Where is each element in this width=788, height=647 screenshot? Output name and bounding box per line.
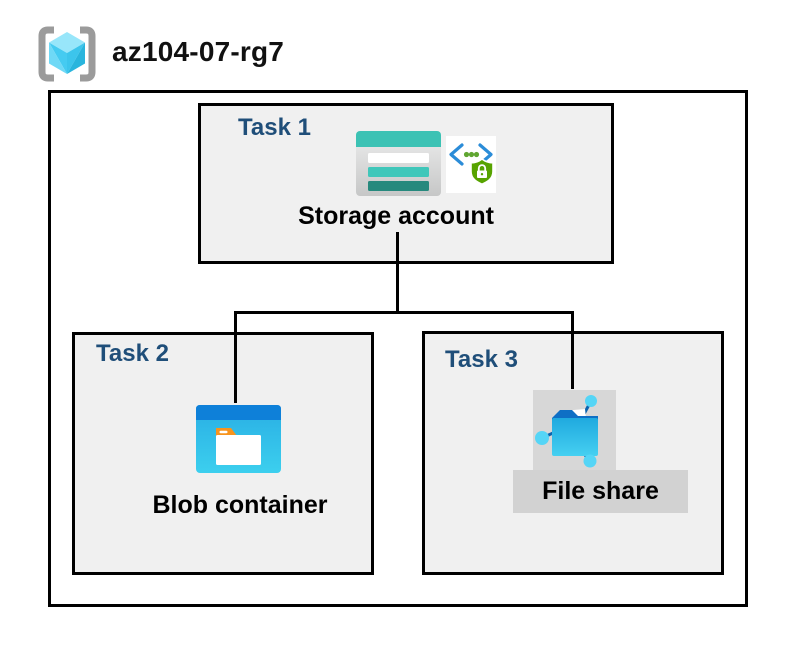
resource-group-icon	[38, 26, 96, 82]
secure-endpoint-icon	[446, 136, 496, 193]
file-share-icon	[533, 390, 616, 470]
blob-container-label: Blob container	[152, 491, 328, 519]
blob-container-icon	[196, 405, 281, 473]
task-3-box: Task 3 File share	[422, 331, 724, 575]
connector-storage-stem	[396, 232, 399, 313]
file-share-label-box: File share	[513, 470, 688, 513]
storage-account-icon	[356, 131, 441, 196]
storage-account-label: Storage account	[298, 202, 494, 230]
resource-group-name: az104-07-rg7	[112, 36, 285, 67]
task-1-label: Task 1	[238, 114, 311, 141]
connector-to-file-share	[571, 311, 574, 389]
connector-to-blob-container	[234, 311, 237, 403]
task-3-label: Task 3	[445, 346, 518, 373]
task-2-box: Task 2 Blob container	[72, 332, 374, 575]
task-1-box: Task 1 Sto	[198, 103, 614, 264]
file-share-label: File share	[542, 477, 659, 505]
connector-horizontal	[234, 311, 574, 314]
task-2-label: Task 2	[96, 340, 169, 367]
